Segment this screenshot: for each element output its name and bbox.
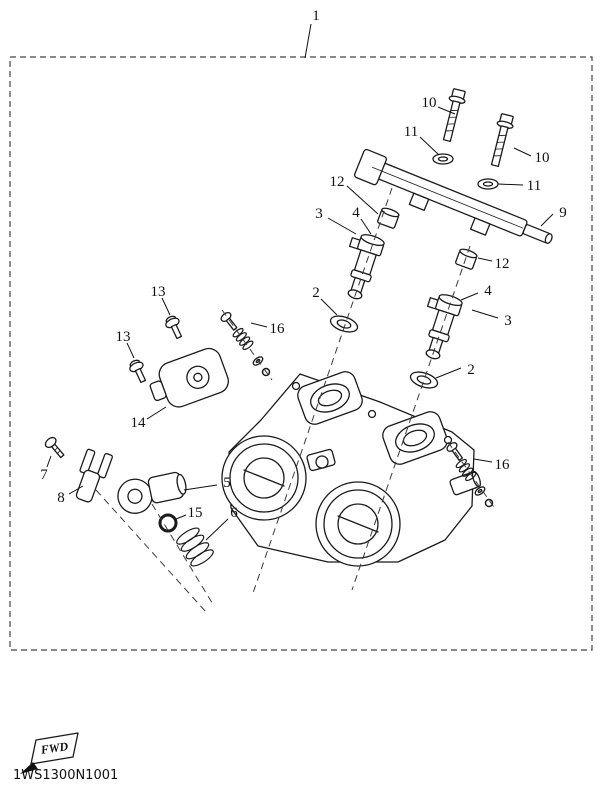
oring-16-left [261, 367, 271, 377]
sensor-screw-b [129, 359, 147, 384]
sensor-screw-a [165, 315, 183, 340]
callout-number-1: 1 [312, 8, 320, 24]
fuel-injector-left [347, 234, 385, 300]
callout-number-4: 4 [484, 283, 492, 299]
callout-leader-3 [471, 309, 499, 319]
throttle-position-sensor [149, 347, 229, 408]
callout-leader-2 [320, 298, 338, 316]
callout-leader-4 [360, 218, 372, 235]
callout-number-12: 12 [495, 256, 510, 272]
grommet-left [329, 315, 359, 333]
callout-leader-13 [161, 297, 171, 316]
callout-leader-12 [346, 185, 379, 215]
callout-number-7: 7 [40, 467, 48, 483]
fuel-injector-right [425, 294, 463, 360]
callout-leader-3 [327, 217, 357, 235]
bracket-bolt [44, 436, 65, 459]
rail-bolt-a [442, 88, 466, 143]
fwd-flag-shape [30, 732, 79, 765]
spring-16-left [232, 327, 254, 351]
throttle-bore-right [315, 481, 401, 567]
callout-leader-10 [437, 106, 456, 115]
callout-number-3: 3 [315, 206, 323, 222]
callout-leader-5 [183, 484, 218, 491]
callout-number-11: 11 [404, 124, 418, 140]
injector-cushion-b [455, 248, 478, 270]
part-code: 1WS1300N1001 [13, 768, 118, 783]
throttle-body [221, 371, 482, 567]
intake-flange-right [382, 411, 448, 465]
callout-number-14: 14 [131, 415, 147, 431]
callout-leader-1 [304, 23, 312, 59]
callout-number-16: 16 [495, 457, 511, 473]
grommet-right [409, 371, 439, 389]
screw-16-left [220, 311, 238, 331]
callout-number-13: 13 [151, 284, 166, 300]
callout-number-5: 5 [223, 475, 231, 491]
assembly-axis-lines [95, 187, 497, 613]
throttle-linkage [291, 381, 453, 472]
callout-number-11: 11 [527, 178, 541, 194]
intake-flange-left [297, 371, 363, 425]
callout-leader-8 [68, 485, 84, 495]
callout-number-2: 2 [467, 362, 475, 378]
screw-set-left [220, 311, 271, 377]
callout-leader-13 [126, 342, 135, 359]
callout-leader-14 [146, 406, 167, 420]
callout-leader-6 [205, 518, 229, 541]
callout-number-6: 6 [230, 505, 238, 521]
callout-leader-9 [540, 213, 554, 227]
callout-leader-12 [477, 257, 493, 262]
rail-bolt-b [490, 113, 514, 168]
callout-leader-2 [435, 367, 462, 379]
callout-leader-15 [175, 514, 187, 520]
washer-a [432, 153, 454, 165]
coil-spring [176, 527, 214, 567]
oring-16-right [484, 498, 494, 508]
callout-leader-16 [473, 458, 493, 463]
callout-number-13: 13 [116, 329, 131, 345]
diagram-border [9, 56, 593, 651]
callout-number-3: 3 [504, 313, 512, 329]
injector-cushion-a [377, 207, 400, 229]
callout-number-15: 15 [188, 505, 203, 521]
callout-number-8: 8 [57, 490, 65, 506]
fwd-label: FWD [39, 739, 69, 757]
callout-leader-11 [497, 183, 524, 186]
idle-sensor [117, 471, 187, 514]
fwd-flag: FWD [20, 732, 79, 774]
oring-15 [158, 513, 178, 533]
callout-number-4: 4 [352, 205, 360, 221]
joint-bracket [75, 448, 113, 503]
callout-leader-11 [419, 136, 440, 156]
callout-number-10: 10 [422, 95, 437, 111]
callout-leader-10 [513, 147, 532, 157]
fwd-arrow-icon [20, 762, 38, 774]
callout-leader-7 [46, 455, 52, 468]
callout-number-9: 9 [559, 205, 567, 221]
hose-joint [449, 470, 482, 496]
washer-b [477, 178, 499, 190]
callout-number-10: 10 [535, 150, 550, 166]
callout-leader-4 [460, 292, 479, 301]
spring-16-right [455, 458, 477, 482]
callout-number-12: 12 [330, 174, 345, 190]
fuel-rail [353, 148, 553, 244]
callout-leader-16 [250, 322, 268, 328]
washer-16-right [474, 486, 486, 496]
callout-number-2: 2 [312, 285, 320, 301]
callout-number-16: 16 [270, 321, 286, 337]
